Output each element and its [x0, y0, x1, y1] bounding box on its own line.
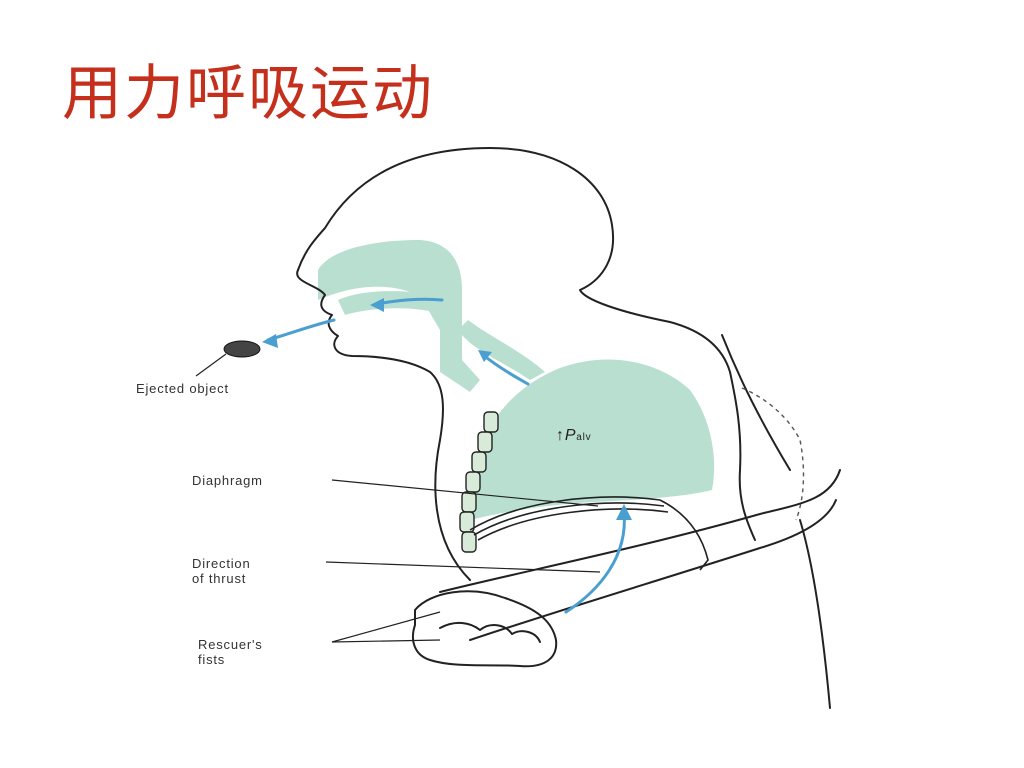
head-outline [297, 147, 731, 373]
ejected-object-label: Ejected object [136, 381, 229, 396]
airway-lungs-region [318, 240, 715, 520]
back-outline [729, 371, 756, 541]
ejected-object-shape [223, 340, 261, 358]
exit-arrowhead [262, 334, 278, 348]
thrust-arrowhead [616, 504, 632, 520]
spine [459, 411, 499, 553]
rescuer-arm-bottom [469, 499, 837, 641]
trachea [458, 320, 545, 380]
pressure-subscript: alv [576, 432, 592, 443]
rescuer-arm-top [439, 469, 841, 593]
thrust-leader [325, 561, 601, 573]
fist-knuckles [439, 622, 541, 643]
oral-arrowhead [370, 298, 384, 312]
thrust-arrow [564, 510, 626, 614]
rescuer-dashed-outline [741, 387, 805, 521]
rescuer-fists [411, 590, 558, 668]
nasal-cavity [318, 240, 480, 392]
ejected-object-leader [195, 353, 227, 377]
lung [470, 359, 715, 520]
rescuer-torso [721, 334, 791, 471]
leader-lines [325, 479, 601, 643]
rescuers-fists-label: Rescuer's fists [198, 637, 263, 667]
fists-leader-2 [331, 639, 441, 643]
rescuer-back [799, 519, 831, 709]
diaphragm-label: Diaphragm [192, 473, 263, 488]
alveolar-pressure-label: ↑Palv [556, 428, 591, 445]
diaphragm [469, 496, 709, 571]
direction-of-thrust-label: Direction of thrust [192, 556, 251, 586]
exit-flow-arrow [266, 318, 336, 342]
fists-leader-1 [331, 611, 441, 643]
body-outline [296, 147, 841, 709]
pressure-up-arrow: ↑ [556, 427, 565, 444]
trachea-arrowhead [478, 350, 492, 362]
face-profile [296, 269, 471, 581]
arrowheads [262, 298, 632, 520]
pressure-symbol: P [564, 427, 577, 444]
diaphragm-leader [331, 479, 599, 507]
slide-title: 用力呼吸运动 [62, 59, 434, 129]
